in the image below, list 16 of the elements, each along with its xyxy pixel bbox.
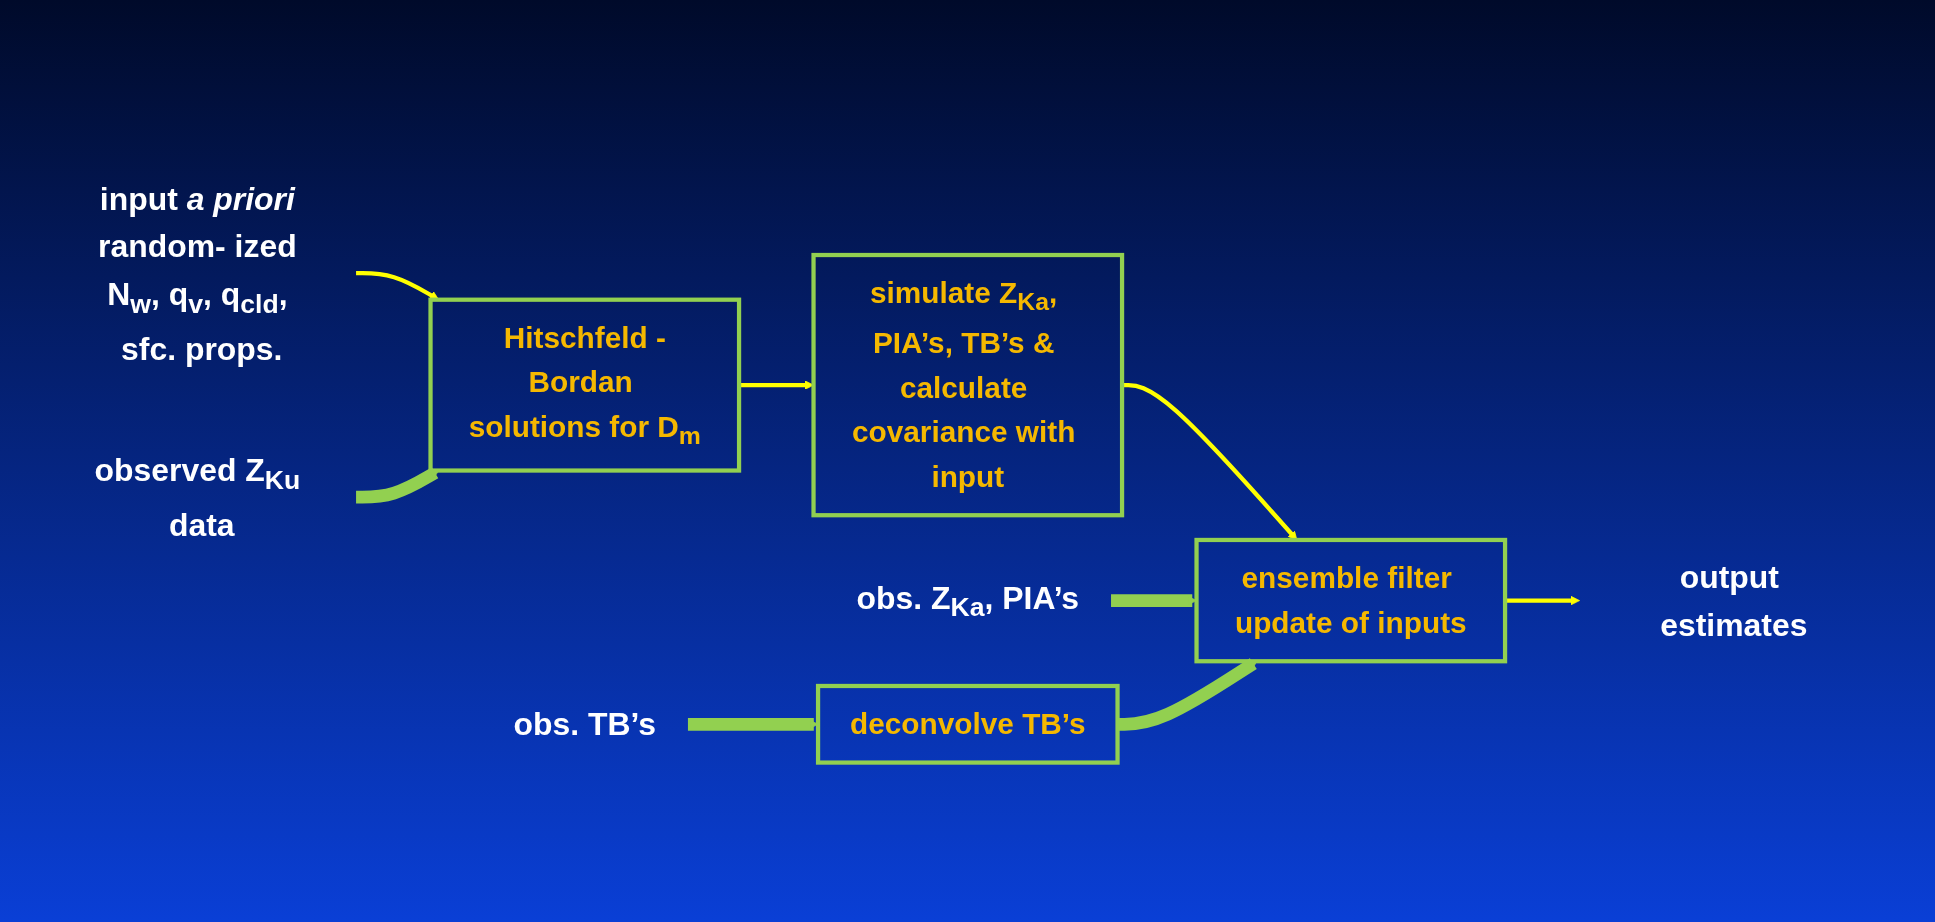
node-text: input a priori random- ized N$_{w}$, q$_{v}$, q$_{cld}$, sfc. props.: [97, 180, 297, 366]
node-box: simulate Z$_{Ka}$, PIA’s, TB’s & calculate covariance with input: [811, 252, 1124, 517]
node-text: observed Z$_{Ku}$ data: [94, 452, 300, 542]
arrow: [687, 717, 819, 731]
arrow: [1121, 382, 1298, 541]
node-text: output estimates: [1659, 558, 1808, 642]
node-box: ensemble filter update of inputs: [1194, 537, 1507, 664]
arrow: [1110, 593, 1197, 607]
arrow: [738, 380, 814, 390]
node-box: Hitschfeld -Bordan solutions for D$_{m}$: [428, 297, 741, 473]
arrow: [1504, 595, 1580, 605]
arrow: [355, 270, 439, 300]
node-text: obs. TB’s: [513, 706, 656, 742]
arrow: [1117, 657, 1258, 731]
node-text: obs. Z$_{Ka}$, PIA’s: [856, 579, 1079, 622]
node-box: deconvolve TB’s: [815, 683, 1120, 765]
